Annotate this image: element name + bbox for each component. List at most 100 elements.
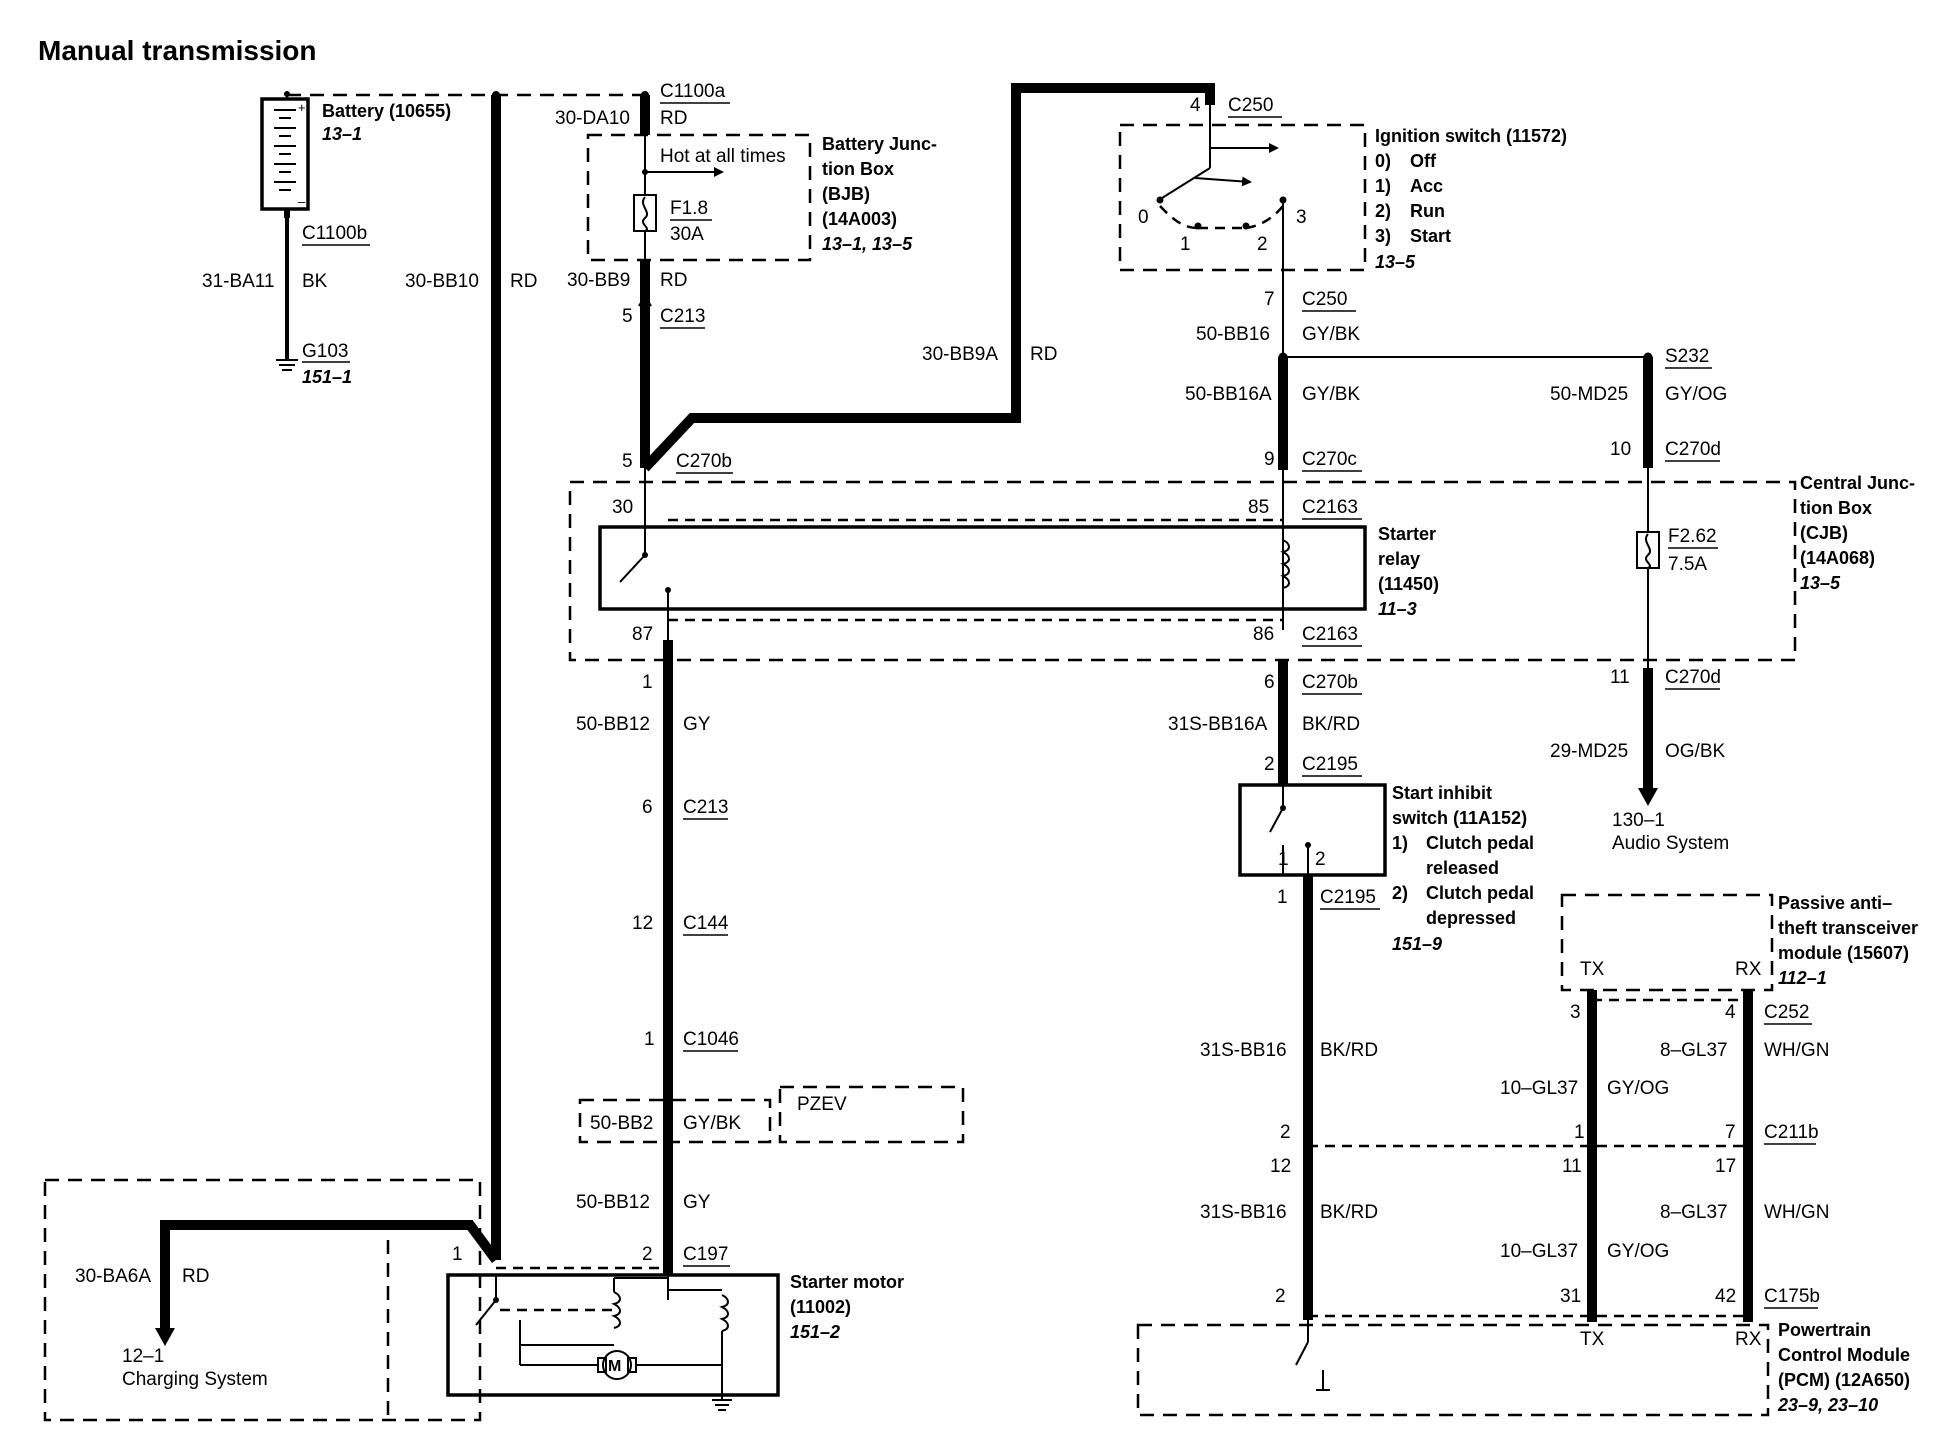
pin-86: 86 bbox=[1253, 624, 1274, 645]
charging-arrow-icon bbox=[155, 1328, 175, 1346]
pin-c252-tx: 3 bbox=[1570, 1002, 1581, 1023]
wire-30-da10-label: 30-DA10 bbox=[555, 108, 630, 129]
wire-8-gl37b-color: WH/GN bbox=[1764, 1202, 1829, 1223]
wire-31s-bb16a-label: 31S-BB16A bbox=[1168, 714, 1268, 735]
relay-l2: relay bbox=[1378, 549, 1420, 569]
pin-c270b-bot: 6 bbox=[1264, 672, 1275, 693]
c2163a-label: C2163 bbox=[1302, 497, 1358, 518]
wire-50-bb2-color: GY/BK bbox=[683, 1113, 741, 1134]
svg-text:Start: Start bbox=[1410, 226, 1451, 246]
c250a-label: C250 bbox=[1228, 95, 1273, 116]
pcm-rx: RX bbox=[1735, 1329, 1762, 1350]
bjb-l1: Battery Junc- bbox=[822, 134, 937, 154]
wire-30-bb10-color: RD bbox=[510, 271, 537, 292]
pzev-box bbox=[778, 1085, 965, 1144]
svg-text:Clutch pedal: Clutch pedal bbox=[1426, 833, 1534, 853]
wire-10-gl37-color: GY/OG bbox=[1607, 1078, 1669, 1099]
pcm-ref: 23–9, 23–10 bbox=[1777, 1395, 1878, 1415]
wire-50-bb12b-label: 50-BB12 bbox=[576, 1192, 650, 1213]
c250b-label: C250 bbox=[1302, 289, 1347, 310]
pin-c213a: 5 bbox=[622, 306, 633, 327]
c144-label: C144 bbox=[683, 913, 729, 934]
svg-text:1): 1) bbox=[1392, 833, 1408, 853]
wire-10-gl37-label: 10–GL37 bbox=[1500, 1078, 1578, 1099]
relay-l1: Starter bbox=[1378, 524, 1436, 544]
pats-l3: module (15607) bbox=[1778, 943, 1909, 963]
cjb-l2: tion Box bbox=[1800, 498, 1872, 518]
wire-30-bb9-label: 30-BB9 bbox=[567, 270, 630, 291]
wire-50-bb12b-color: GY bbox=[683, 1192, 711, 1213]
ign-pos2: 2 bbox=[1257, 234, 1268, 255]
g103-ref: 151–1 bbox=[302, 367, 352, 387]
battery-name: Battery (10655) bbox=[322, 101, 451, 121]
ignition-switch-icon bbox=[1156, 105, 1287, 270]
cjb-l4: (14A068) bbox=[1800, 548, 1875, 568]
s232-label: S232 bbox=[1665, 346, 1709, 367]
wire-31s-bb16a-color: BK/RD bbox=[1302, 714, 1360, 735]
ignition-name: Ignition switch (11572) bbox=[1375, 126, 1567, 146]
c252-label: C252 bbox=[1764, 1002, 1809, 1023]
relay-coil-icon bbox=[1280, 539, 1290, 589]
wire-30-ba6a-label: 30-BA6A bbox=[75, 1266, 151, 1287]
starter-ref: 151–2 bbox=[790, 1322, 840, 1342]
c197-label: C197 bbox=[683, 1244, 728, 1265]
pats-l2: theft transceiver bbox=[1778, 918, 1918, 938]
inhibit-l1: Start inhibit bbox=[1392, 783, 1492, 803]
wire-30-bb9a bbox=[641, 83, 1215, 472]
pin-c213b: 6 bbox=[642, 797, 653, 818]
wire-10-gl37b-color: GY/OG bbox=[1607, 1241, 1669, 1262]
ign-pos3: 3 bbox=[1296, 207, 1307, 228]
wire-50-bb12-label: 50-BB12 bbox=[576, 714, 650, 735]
ignition-ref: 13–5 bbox=[1375, 252, 1416, 272]
pats-ref: 112–1 bbox=[1778, 968, 1827, 988]
relay-ref: 11–3 bbox=[1378, 599, 1417, 619]
battery: + – bbox=[260, 91, 310, 211]
pin-c211b-tx: 1 bbox=[1574, 1122, 1585, 1143]
c1100b-label: C1100b bbox=[302, 223, 367, 244]
wire-31s-bb16b-color: BK/RD bbox=[1320, 1202, 1378, 1223]
c175b-label: C175b bbox=[1764, 1286, 1820, 1307]
pin-c250b: 7 bbox=[1264, 289, 1275, 310]
c270b-top-label: C270b bbox=[676, 451, 732, 472]
c270b-bot-label: C270b bbox=[1302, 672, 1358, 693]
fuse-f2-62: F2.62 bbox=[1668, 526, 1717, 547]
audio-arrow-icon bbox=[1638, 788, 1658, 806]
audio-name: Audio System bbox=[1612, 833, 1729, 854]
pcm-box bbox=[1136, 1323, 1770, 1417]
fuse-f1-8: F1.8 bbox=[670, 198, 708, 219]
wire-31s-bb16-color: BK/RD bbox=[1320, 1040, 1378, 1061]
pin-c175b-rx: 42 bbox=[1715, 1286, 1736, 1307]
c1100a-label: C1100a bbox=[660, 81, 726, 102]
inhibit-pin2: 2 bbox=[1315, 849, 1326, 870]
pin-c252-rx: 4 bbox=[1725, 1002, 1736, 1023]
bjb-hot-label: Hot at all times bbox=[660, 146, 786, 167]
svg-text:0): 0) bbox=[1375, 151, 1391, 171]
pin-c211b-rx: 7 bbox=[1725, 1122, 1736, 1143]
bjb-l3: (BJB) bbox=[822, 184, 870, 204]
pats-rx: RX bbox=[1735, 959, 1762, 980]
pin-c2195a: 2 bbox=[1264, 754, 1275, 775]
charging-box bbox=[43, 1178, 482, 1422]
svg-text:released: released bbox=[1426, 858, 1499, 878]
pzev-label: PZEV bbox=[797, 1094, 847, 1115]
pcm-l3: (PCM) (12A650) bbox=[1778, 1370, 1910, 1390]
pin-c197-1: 1 bbox=[452, 1244, 463, 1265]
wire-50-bb2-label: 50-BB2 bbox=[590, 1113, 653, 1134]
diagram-title: Manual transmission bbox=[38, 35, 317, 66]
inhibit-switch-icon bbox=[1269, 785, 1311, 875]
pin-low-rx: 17 bbox=[1715, 1156, 1736, 1177]
wire-31-ba11: 31-BA11 bbox=[202, 271, 275, 292]
pin-c270b-top: 5 bbox=[622, 451, 633, 472]
wire-50-bb12-color: GY bbox=[683, 714, 711, 735]
wire-31s-bb16b-label: 31S-BB16 bbox=[1200, 1202, 1287, 1223]
relay-l3: (11450) bbox=[1378, 574, 1439, 594]
svg-text:2): 2) bbox=[1375, 201, 1391, 221]
inhibit-ref: 151–9 bbox=[1392, 934, 1442, 954]
charging-ref: 12–1 bbox=[122, 1346, 164, 1367]
pin-c211b-bk: 2 bbox=[1280, 1122, 1291, 1143]
c211b-label: C211b bbox=[1764, 1122, 1819, 1143]
wire-8-gl37-label: 8–GL37 bbox=[1660, 1040, 1728, 1061]
pin-c144: 12 bbox=[632, 913, 653, 934]
pin-low-bk: 12 bbox=[1270, 1156, 1291, 1177]
